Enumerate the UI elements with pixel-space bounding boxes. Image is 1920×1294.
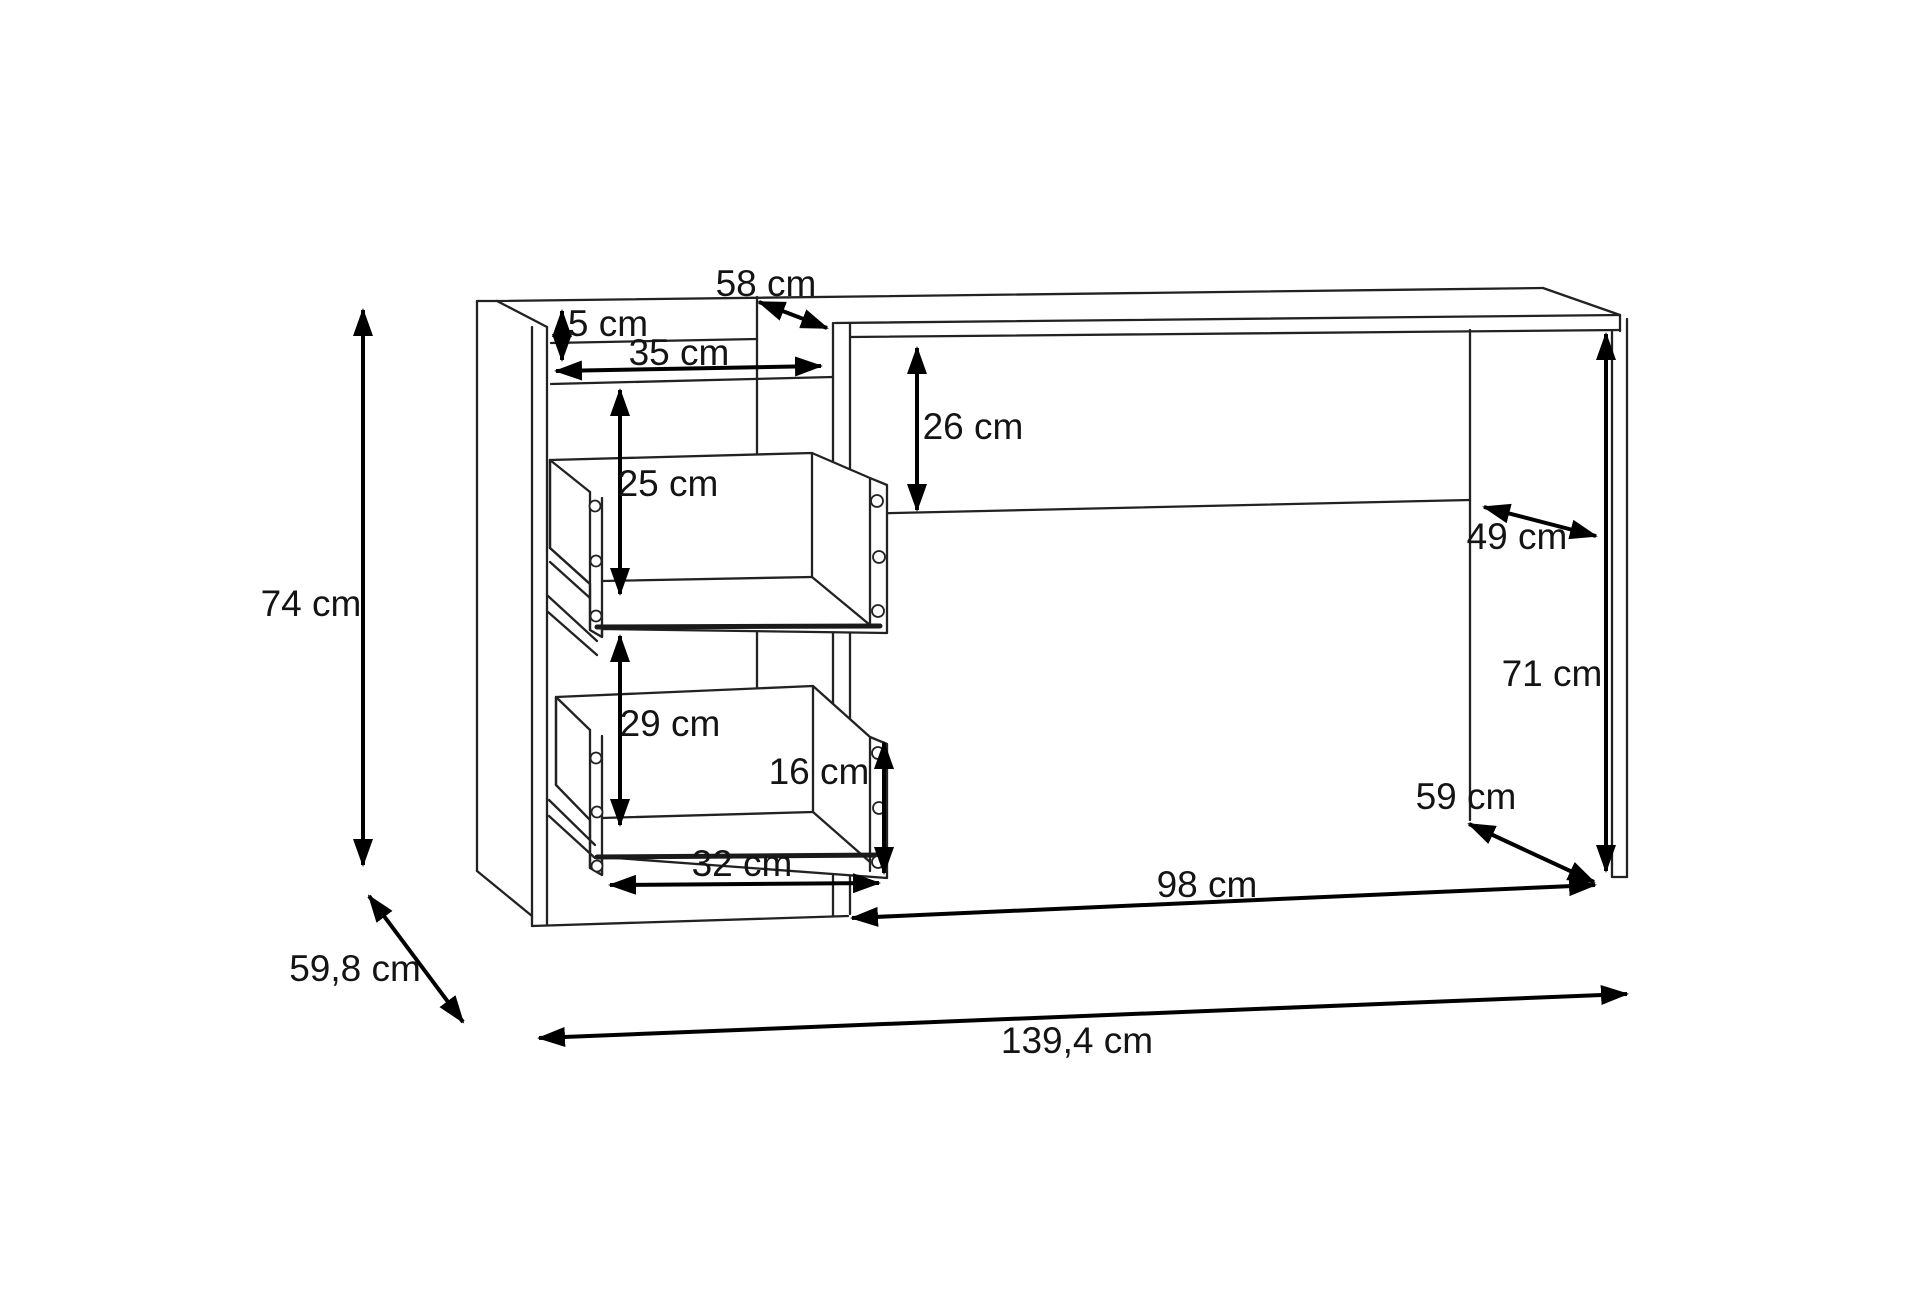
upper-drawer-rail-a <box>548 560 592 600</box>
dim-arrow-total-width <box>537 985 1629 1047</box>
tabletop-back-edge <box>495 286 1545 303</box>
upper-drawer-bottom-back-edge <box>600 575 814 583</box>
pedestal-bottom-front-edge <box>530 914 850 928</box>
dim-arrow-under-top-depth <box>1482 503 1598 540</box>
dim-arrow-niche-width <box>554 356 823 381</box>
label-total-depth: 59,8 cm <box>289 948 421 989</box>
screw-icon <box>872 550 886 564</box>
upper-drawer-rail-c <box>546 610 599 657</box>
screw-icon <box>588 499 602 513</box>
label-niche-height: 5 cm <box>568 303 648 344</box>
label-lower-drawer-height: 29 cm <box>620 703 721 744</box>
dimension-labels: 58 cm 5 cm 35 cm 26 cm 25 cm 29 cm 16 cm… <box>261 263 1603 1061</box>
lower-drawer-rail-a <box>547 798 597 847</box>
label-drawer-inner-height: 16 cm <box>769 751 870 792</box>
upper-drawer-front-top-slant <box>548 458 592 494</box>
label-top-depth: 58 cm <box>716 263 817 304</box>
lower-drawer-front-top-slant <box>554 695 592 732</box>
upper-drawer-side-bottom-slant <box>810 575 872 627</box>
label-niche-width: 35 cm <box>629 332 730 373</box>
label-upper-drawer-height: 25 cm <box>618 463 719 504</box>
lower-drawer-front-bottom-slant <box>554 783 592 822</box>
upper-drawer-body <box>548 451 889 639</box>
upper-drawer-bottom-front-edge <box>594 623 883 630</box>
label-apron-height: 26 cm <box>923 406 1024 447</box>
screw-icon <box>589 751 603 765</box>
screw-icon <box>589 554 603 568</box>
upper-drawer <box>546 451 889 657</box>
upper-drawer-rail-b <box>546 594 599 643</box>
tabletop-bottom-edge-right <box>849 328 1622 339</box>
lower-drawer-rail-b <box>547 814 597 860</box>
screw-icon <box>590 805 604 819</box>
apron-bottom-edge <box>848 498 1472 516</box>
screw-icon <box>589 609 603 623</box>
label-drawer-inner-width: 32 cm <box>692 843 793 884</box>
tabletop-right-edge <box>1541 286 1622 317</box>
label-leg-depth: 59 cm <box>1416 776 1517 817</box>
pedestal-top-slant <box>495 299 549 329</box>
label-under-top-depth: 49 cm <box>1467 516 1568 557</box>
dimension-arrows <box>353 300 1629 1047</box>
label-total-width: 139,4 cm <box>1001 1020 1153 1061</box>
dim-arrow-knee-space-width <box>850 876 1597 927</box>
dim-arrow-total-depth <box>367 894 465 1024</box>
tabletop-front-edge <box>833 313 1622 325</box>
dim-arrow-drawer-inner-width <box>608 873 881 895</box>
label-knee-space-width: 98 cm <box>1157 864 1258 905</box>
screw-icon <box>870 494 884 508</box>
lower-drawer-bottom-back-edge <box>600 810 815 820</box>
dim-arrow-top-depth <box>757 300 829 330</box>
label-clearance-height: 71 cm <box>1502 653 1603 694</box>
pedestal-bottom-slant <box>475 869 534 918</box>
lower-drawer-bottom-front-edge <box>594 852 886 860</box>
tabletop-bottom-edge-left <box>549 337 759 345</box>
screw-icon <box>871 604 885 618</box>
screw-icon <box>590 859 604 873</box>
upper-drawer-front-bottom-slant <box>548 546 592 586</box>
dim-arrow-leg-depth <box>1467 822 1596 884</box>
label-total-height: 74 cm <box>261 583 362 624</box>
niche-shelf-edge <box>549 375 835 386</box>
